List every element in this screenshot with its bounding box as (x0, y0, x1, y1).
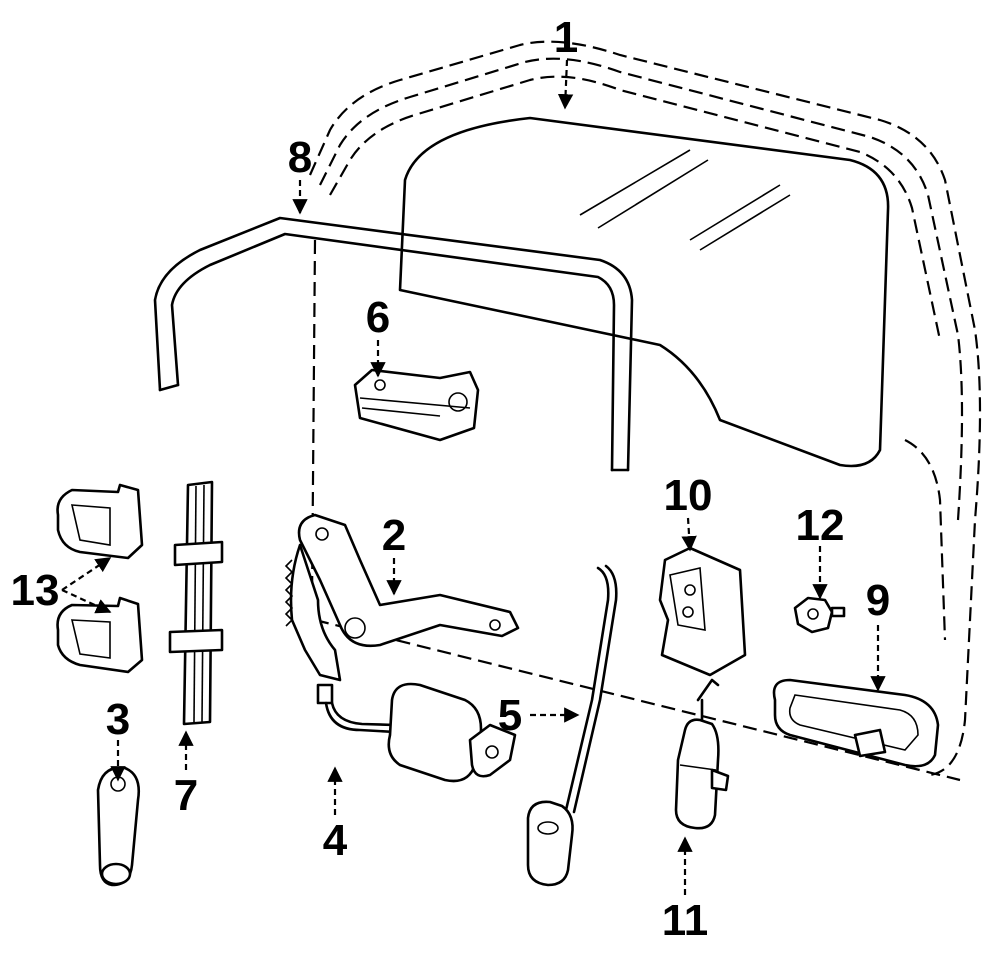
callout-9: 9 (866, 576, 890, 625)
door-hinges-part (56, 483, 144, 674)
callout-1: 1 (554, 13, 578, 62)
callout-5: 5 (498, 691, 522, 740)
callout-3: 3 (106, 695, 130, 744)
inside-handle-part (772, 678, 940, 768)
window-guide-part (168, 480, 224, 726)
window-crank-part (96, 766, 140, 887)
clip-part (793, 596, 846, 634)
regulator-motor-part (316, 682, 517, 783)
callout-10: 10 (664, 471, 713, 520)
callout-12: 12 (796, 501, 845, 550)
door-glass-part (398, 116, 890, 468)
lock-rod-part (526, 564, 618, 887)
callout-4: 4 (323, 816, 348, 865)
leader-lines (61, 59, 886, 895)
callout-11: 11 (662, 896, 709, 945)
window-regulator-part (284, 513, 520, 682)
glass-bracket-part (353, 368, 480, 442)
callout-6: 6 (366, 293, 390, 342)
callout-7: 7 (174, 771, 198, 820)
callout-13: 13 (11, 566, 60, 615)
callout-8: 8 (288, 133, 312, 182)
door-latch-part (658, 546, 747, 677)
callout-2: 2 (382, 511, 406, 560)
lock-actuator-part (674, 678, 730, 830)
run-channel-part (153, 216, 634, 472)
